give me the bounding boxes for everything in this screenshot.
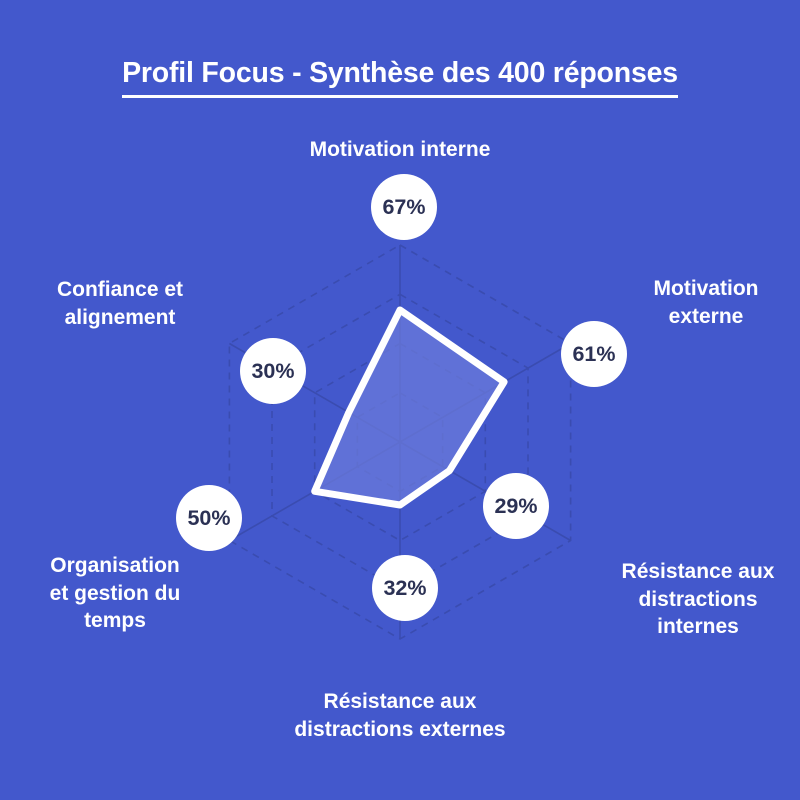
page-title-text: Profil Focus - Synthèse des 400 réponses <box>122 56 678 99</box>
axis-label-organisation-gestion-temps: Organisation et gestion du temps <box>49 554 181 633</box>
value-bubble-confiance-alignement: 30% <box>240 338 306 404</box>
axis-label-resistance-distractions-internes: Résistance aux distractions internes <box>621 560 775 639</box>
axis-label-motivation-externe: Motivation externe <box>653 277 759 328</box>
axis-label-motivation-interne: Motivation interne <box>309 138 491 161</box>
axis-label-confiance-alignement: Confiance et alignement <box>56 278 184 329</box>
value-bubble-organisation-gestion-temps: 50% <box>176 485 242 551</box>
page-title: Profil Focus - Synthèse des 400 réponses <box>0 56 800 99</box>
value-bubble-resistance-distractions-externes: 32% <box>372 555 438 621</box>
value-bubble-motivation-interne: 67% <box>371 174 437 240</box>
radar-data-polygon <box>311 306 508 509</box>
value-bubble-motivation-externe: 61% <box>561 321 627 387</box>
axis-label-resistance-distractions-externes: Résistance aux distractions externes <box>294 690 506 741</box>
value-bubble-resistance-distractions-internes: 29% <box>483 473 549 539</box>
